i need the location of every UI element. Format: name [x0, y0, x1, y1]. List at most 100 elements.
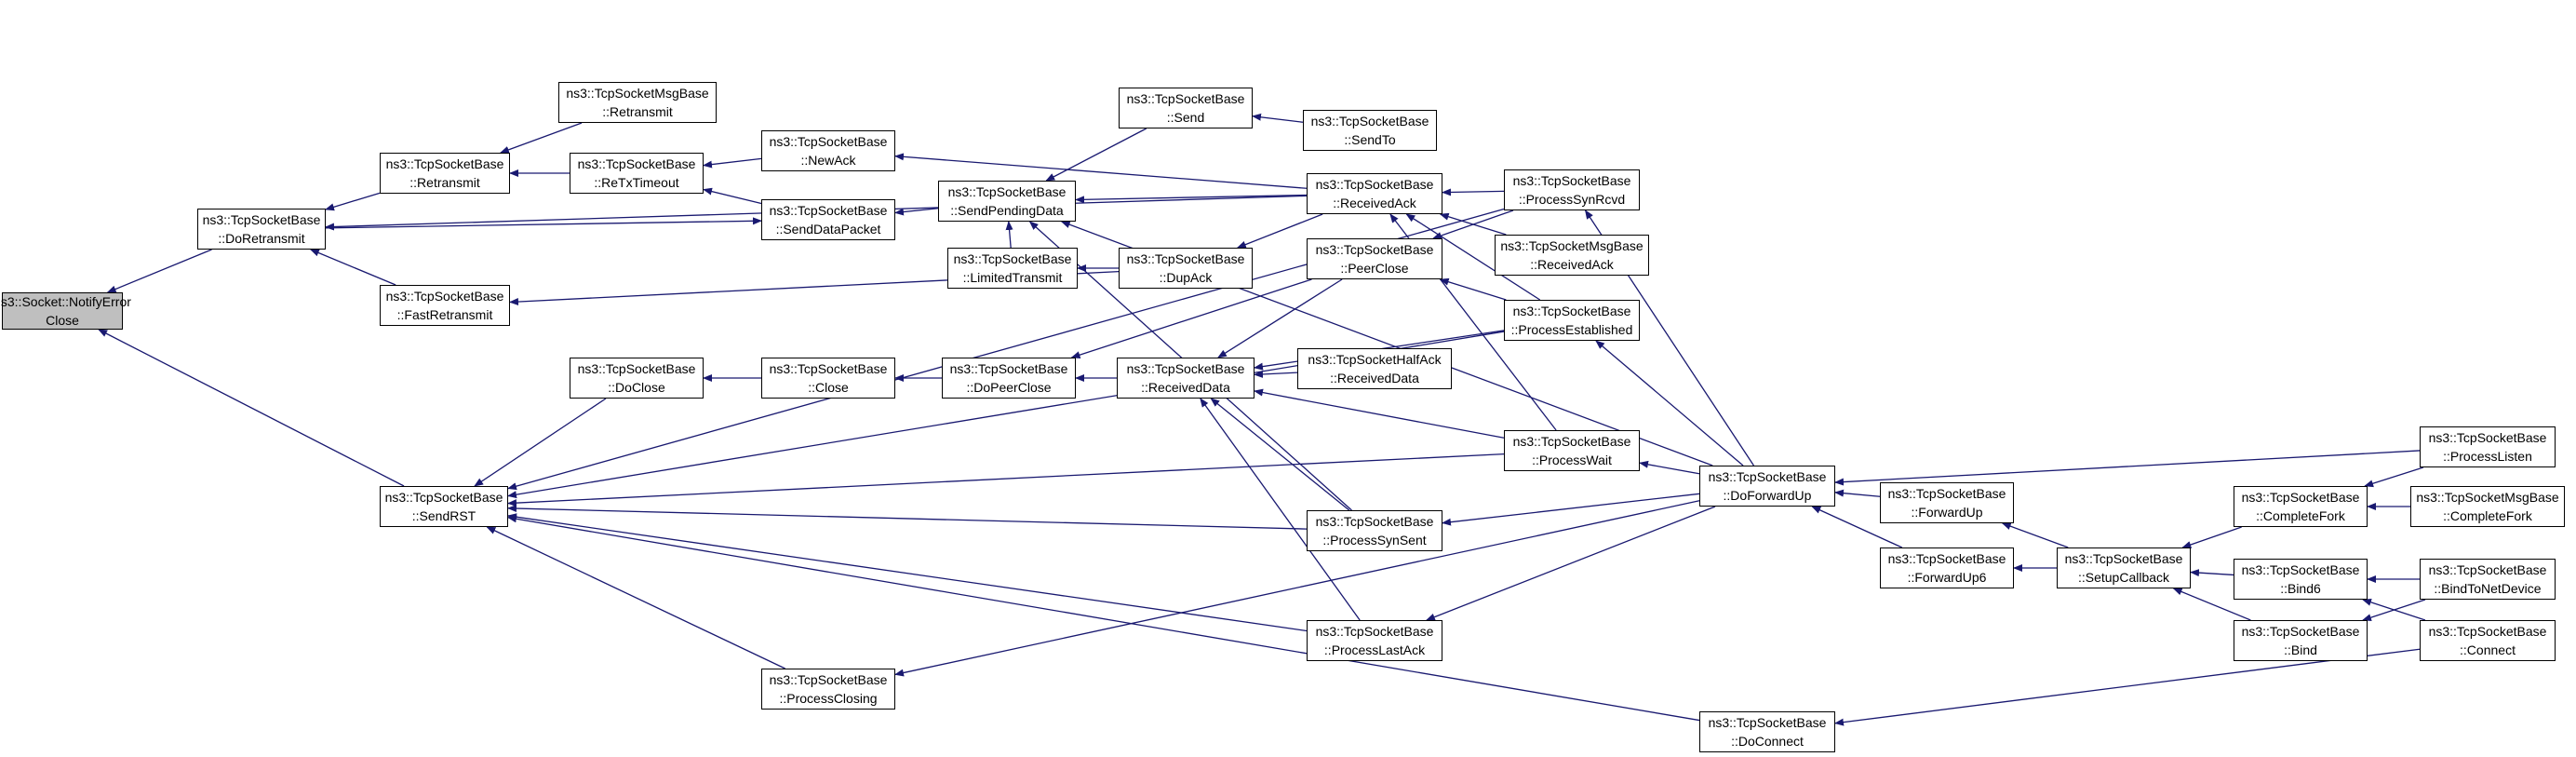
edge-newAck-to-reTxTimeout	[703, 157, 762, 169]
node-process-established[interactable]: ns3::TcpSocketBase::ProcessEstablished	[1504, 300, 1640, 341]
edge-completeFork-to-setupCallback	[2181, 526, 2242, 548]
node-process-wait[interactable]: ns3::TcpSocketBase::ProcessWait	[1504, 430, 1640, 471]
node-label: ns3::TcpSocketBase	[769, 203, 888, 218]
node-label: ::DoConnect	[1731, 734, 1804, 749]
node-send-pending-data[interactable]: ns3::TcpSocketBase::SendPendingData	[938, 181, 1076, 222]
edge-processEstablished-to-peerClose	[1439, 277, 1507, 301]
node-label: ::SendDataPacket	[775, 222, 881, 237]
node-label: ::ProcessWait	[1532, 453, 1612, 467]
node-new-ack[interactable]: ns3::TcpSocketBase::NewAck	[761, 130, 895, 171]
node-send-data-packet[interactable]: ns3::TcpSocketBase::SendDataPacket	[761, 199, 895, 240]
node-label: ::ReceivedAck	[1333, 196, 1416, 210]
node-label: ::ProcessClosing	[779, 691, 878, 706]
node-label: ::ReTxTimeout	[594, 175, 679, 190]
node-label: ns3::TcpSocketBase	[1708, 469, 1827, 484]
edge-peerClose-to-doPeerClose	[1070, 278, 1312, 359]
edge-connect-to-doConnect	[1834, 648, 2421, 726]
node-label: ns3::TcpSocketBase	[385, 289, 504, 304]
node-label: ns3::TcpSocketBase	[1887, 551, 2006, 566]
node-label: ns3::TcpSocketBase	[577, 361, 696, 376]
node-send-to[interactable]: ns3::TcpSocketBase::SendTo	[1303, 110, 1437, 151]
node-send-rst[interactable]: ns3::TcpSocketBase::SendRST	[380, 486, 508, 527]
node-received-ack[interactable]: ns3::TcpSocketBase::ReceivedAck	[1307, 173, 1442, 214]
node-label: ns3::TcpSocketBase	[1126, 251, 1245, 266]
edge-doRetransmit-to-notifyErrorClose	[106, 249, 212, 293]
node-complete-fork[interactable]: ns3::TcpSocketBase::CompleteFork	[2234, 486, 2368, 527]
node-label: ns3::TcpSocketMsgBase	[1500, 238, 1644, 253]
node-label: ns3::TcpSocketBase	[1126, 361, 1245, 376]
node-close[interactable]: ns3::TcpSocketBase::Close	[761, 358, 895, 399]
node-dup-ack[interactable]: ns3::TcpSocketBase::DupAck	[1119, 248, 1253, 289]
node-label: ns3::TcpSocketBase	[769, 134, 888, 149]
node-label: ns3::TcpSocketBase	[2428, 562, 2547, 577]
node-label: ::ForwardUp6	[1907, 570, 1987, 585]
node-do-retransmit[interactable]: ns3::TcpSocketBase::DoRetransmit	[197, 209, 326, 250]
node-label: ns3::TcpSocketBase	[1512, 173, 1631, 188]
edge-processLastAck-to-sendRST	[507, 513, 1308, 632]
node-connect[interactable]: ns3::TcpSocketBase::Connect	[2420, 620, 2556, 661]
edge-receivedAck-to-sendPendingData	[1075, 194, 1308, 204]
edge-doForwardUp-to-processClosing	[894, 500, 1700, 677]
edge-processSynSent-to-receivedData	[1210, 398, 1350, 511]
edge-sendTo-to-send	[1252, 113, 1304, 123]
node-label: ::DoRetransmit	[218, 231, 305, 246]
node-setup-callback[interactable]: ns3::TcpSocketBase::SetupCallback	[2057, 547, 2191, 588]
node-do-connect[interactable]: ns3::TcpSocketBase::DoConnect	[1699, 711, 1835, 752]
node-msg-complete-fork[interactable]: ns3::TcpSocketMsgBase::CompleteFork	[2410, 486, 2565, 527]
node-label: ns3::TcpSocketBase	[2064, 551, 2183, 566]
node-process-closing[interactable]: ns3::TcpSocketBase::ProcessClosing	[761, 669, 895, 710]
node-label: ::SendRST	[411, 508, 476, 523]
node-label: ::PeerClose	[1340, 261, 1409, 276]
edge-retransmit-to-doRetransmit	[325, 192, 381, 211]
node-label: ::ProcessListen	[2443, 449, 2532, 464]
node-label: ::LimitedTransmit	[962, 270, 1063, 285]
edge-doConnect-to-sendRST	[507, 515, 1700, 722]
node-process-last-ack[interactable]: ns3::TcpSocketBase::ProcessLastAck	[1307, 620, 1442, 661]
node-limited-transmit[interactable]: ns3::TcpSocketBase::LimitedTransmit	[947, 248, 1078, 289]
node-process-syn-sent[interactable]: ns3::TcpSocketBase::ProcessSynSent	[1307, 510, 1442, 551]
node-label: ns3::TcpSocketBase	[1126, 91, 1245, 106]
node-do-close[interactable]: ns3::TcpSocketBase::DoClose	[570, 358, 704, 399]
node-process-listen[interactable]: ns3::TcpSocketBase::ProcessListen	[2420, 426, 2556, 467]
node-label: ::ProcessSynRcvd	[1518, 192, 1626, 207]
node-label: ::ReceivedAck	[1530, 257, 1614, 272]
node-label: ns3::TcpSocketBase	[577, 156, 696, 171]
edge-setupCallback-to-forwardUp	[2001, 522, 2069, 548]
node-label: ns3::Socket::NotifyError	[0, 294, 131, 309]
node-do-peer-close[interactable]: ns3::TcpSocketBase::DoPeerClose	[942, 358, 1076, 399]
node-label: ns3::TcpSocketBase	[1708, 715, 1827, 730]
node-label: ::ForwardUp	[1911, 505, 1983, 520]
node-forward-up[interactable]: ns3::TcpSocketBase::ForwardUp	[1880, 482, 2014, 523]
edge-processWait-to-receivedData	[1254, 388, 1505, 439]
node-bind-to-net-device[interactable]: ns3::TcpSocketBase::BindToNetDevice	[2420, 559, 2556, 600]
node-msg-received-ack[interactable]: ns3::TcpSocketMsgBase::ReceivedAck	[1495, 235, 1649, 276]
node-label: ns3::TcpSocketBase	[385, 156, 504, 171]
edge-halfAckReceivedData-to-receivedData	[1254, 370, 1298, 378]
node-label: ns3::TcpSocketBase	[1315, 242, 1434, 257]
node-half-ack-received-data[interactable]: ns3::TcpSocketHalfAck::ReceivedData	[1297, 348, 1452, 389]
node-received-data[interactable]: ns3::TcpSocketBase::ReceivedData	[1117, 358, 1254, 399]
node-label: ::FastRetransmit	[396, 307, 493, 322]
node-bind6[interactable]: ns3::TcpSocketBase::Bind6	[2234, 559, 2368, 600]
edge-receivedAck-to-newAck	[894, 153, 1308, 189]
node-forward-up6[interactable]: ns3::TcpSocketBase::ForwardUp6	[1880, 547, 2014, 588]
node-label: ::DoClose	[608, 380, 665, 395]
node-peer-close[interactable]: ns3::TcpSocketBase::PeerClose	[1307, 238, 1442, 279]
node-label: ::ReceivedData	[1141, 380, 1230, 395]
node-label: ::CompleteFork	[2256, 508, 2345, 523]
node-msg-retransmit[interactable]: ns3::TcpSocketMsgBase::Retransmit	[558, 82, 717, 123]
node-label: ns3::TcpSocketBase	[1512, 304, 1631, 318]
node-retransmit[interactable]: ns3::TcpSocketBase::Retransmit	[380, 153, 510, 194]
node-do-forward-up[interactable]: ns3::TcpSocketBase::DoForwardUp	[1699, 466, 1835, 507]
node-process-syn-rcvd[interactable]: ns3::TcpSocketBase::ProcessSynRcvd	[1504, 169, 1640, 210]
node-send[interactable]: ns3::TcpSocketBase::Send	[1119, 88, 1253, 128]
node-label: ::ProcessSynSent	[1322, 533, 1427, 547]
node-re-tx-timeout[interactable]: ns3::TcpSocketBase::ReTxTimeout	[570, 153, 704, 194]
edge-processWait-to-sendRST	[507, 453, 1505, 507]
edge-peerClose-to-receivedData	[1217, 278, 1343, 358]
node-fast-retransmit[interactable]: ns3::TcpSocketBase::FastRetransmit	[380, 285, 510, 326]
edge-processEstablished-to-receivedAck	[1405, 213, 1541, 301]
node-bind[interactable]: ns3::TcpSocketBase::Bind	[2234, 620, 2368, 661]
